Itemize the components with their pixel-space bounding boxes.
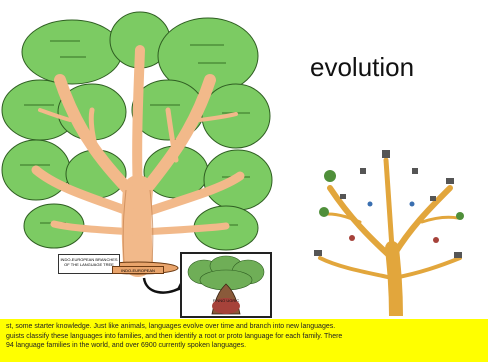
arrow-icon xyxy=(140,274,184,298)
footer-line: 94 language families in the world, and o… xyxy=(6,341,482,351)
footer-line: st, some starter knowledge. Just like an… xyxy=(6,322,482,332)
evolution-tree-illustration xyxy=(300,148,468,316)
footer-line: guists classify these languages into fam… xyxy=(6,332,482,342)
tree-caption-box: INDO-EUROPEAN BRANCHES OF THE LANGUAGE T… xyxy=(58,254,120,274)
root-label: INDO-EUROPEAN xyxy=(112,266,164,274)
footer-text: st, some starter knowledge. Just like an… xyxy=(6,322,482,351)
inset-tree-illustration xyxy=(180,252,272,318)
tree-caption: INDO-EUROPEAN BRANCHES OF THE LANGUAGE T… xyxy=(60,257,117,267)
footer-bar: st, some starter knowledge. Just like an… xyxy=(0,319,488,362)
inset-label: FINNO UGRIC xyxy=(209,298,243,303)
slide-title: evolution xyxy=(310,52,470,83)
